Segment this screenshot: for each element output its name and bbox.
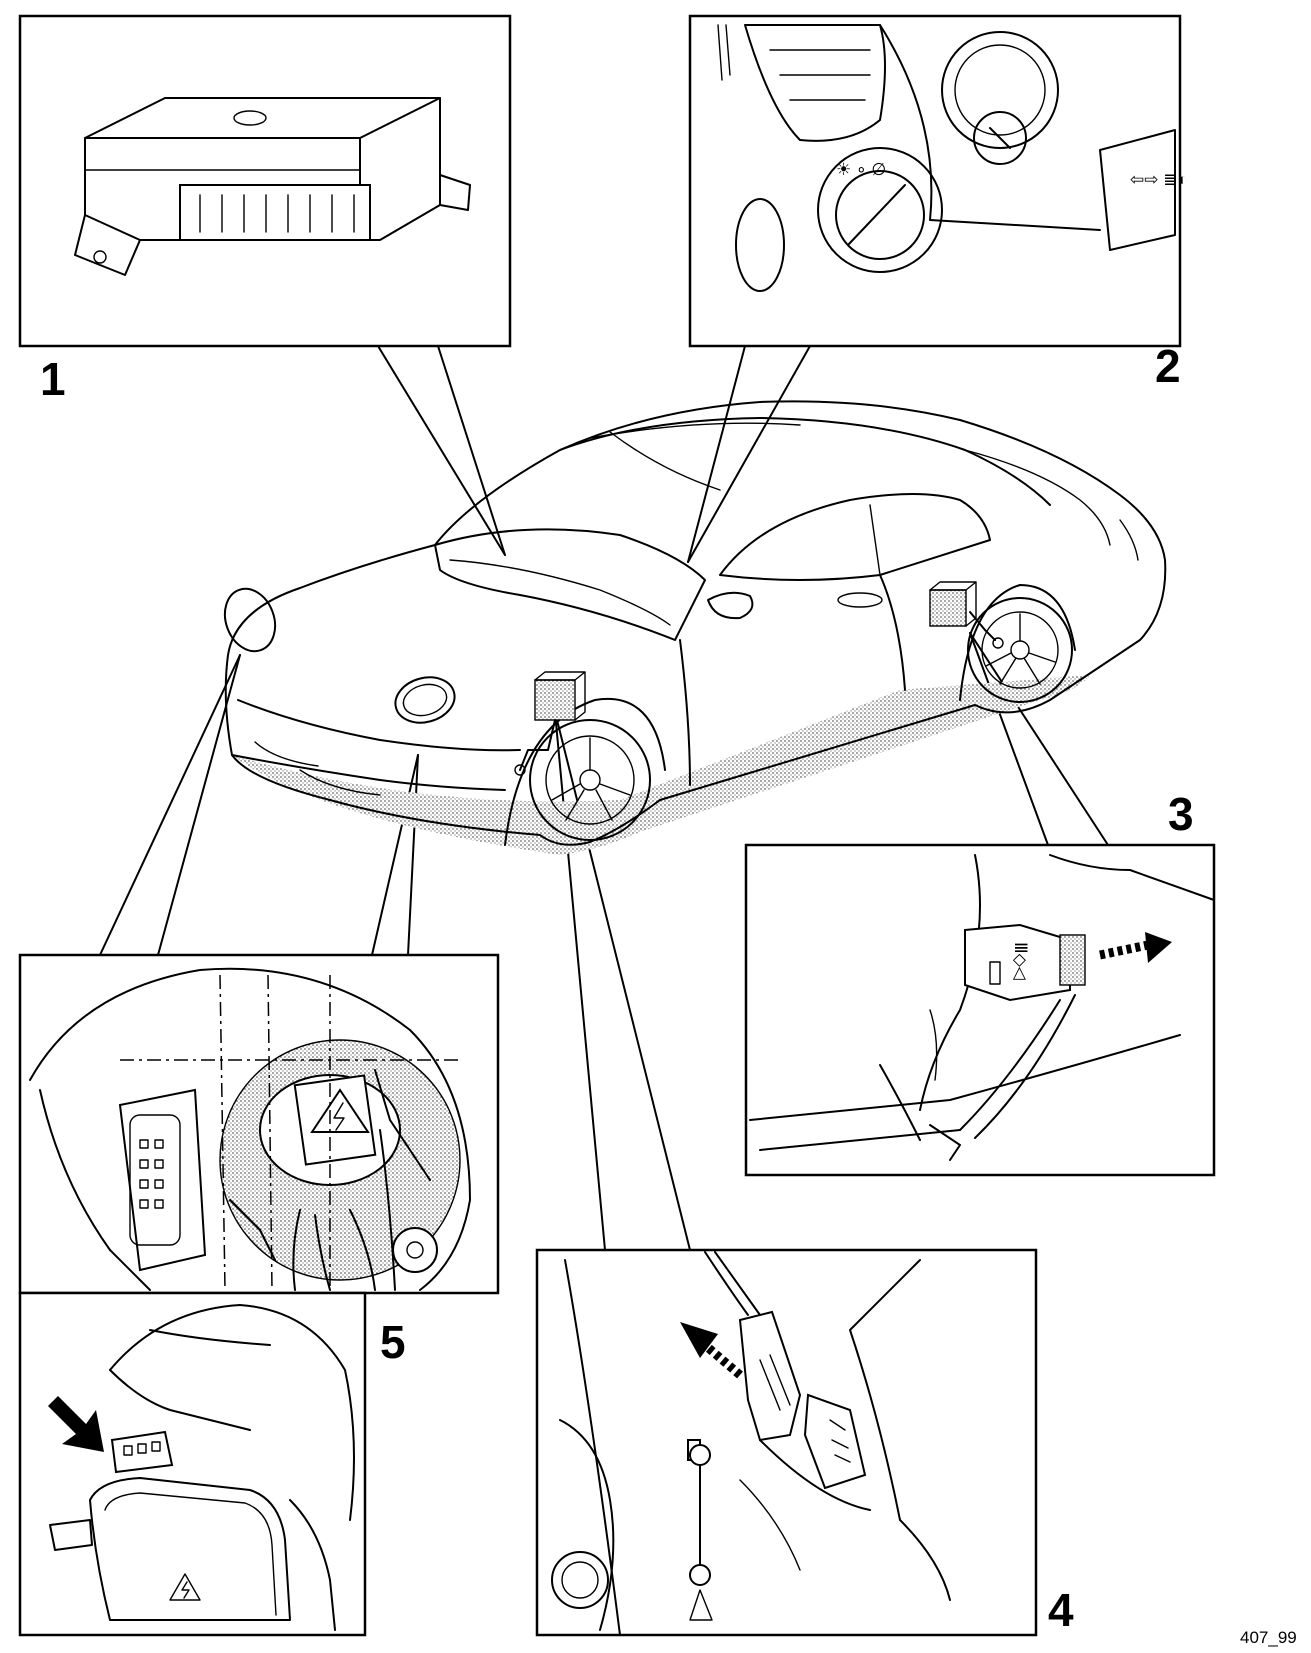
pointer-arrow-icon [48, 1396, 104, 1452]
front-level-sensor-connector-icon [551, 1251, 951, 1636]
svg-text:☀ ∘ ∅: ☀ ∘ ∅ [836, 160, 886, 179]
callout-4: 4 [1048, 1584, 1074, 1636]
control-unit-box-icon [74, 97, 471, 276]
connector-pins [199, 194, 355, 233]
callout-1: 1 [40, 353, 66, 405]
callout-5: 5 [380, 1316, 406, 1368]
high-voltage-warning-icon [310, 1088, 370, 1133]
dashed-arrow-icon-4 [680, 1322, 743, 1379]
headlamp-bulb-connector-icon [29, 967, 471, 1291]
svg-text:⇦⇨ ≣◐: ⇦⇨ ≣◐ [1130, 170, 1188, 189]
module-pins [139, 1139, 164, 1209]
detail-5-headlamp-rear-connector [18, 1291, 367, 1637]
car-illustration [223, 400, 1167, 855]
front-wheel-spokes [551, 737, 631, 821]
detail-5-headlamp-interior [18, 953, 500, 1295]
detail-3-rear-sensor: Ⅲ◇◁ [744, 843, 1216, 1177]
callout-2: 2 [1155, 340, 1181, 392]
figure-id: 407_99 [1240, 1628, 1297, 1647]
svg-text:Ⅲ◇◁: Ⅲ◇◁ [1011, 942, 1030, 981]
detail-4-front-sensor [535, 1248, 1038, 1637]
rear-wheel-spokes [985, 613, 1056, 685]
rear-level-sensor-connector-icon: Ⅲ◇◁ [749, 854, 1215, 1161]
headlamp-rear-connector-icon [48, 1304, 355, 1631]
dashboard-headlight-switch-icon: ☀ ∘ ∅ ⇦⇨ ≣◐ [717, 24, 1188, 292]
callout-3: 3 [1168, 788, 1194, 840]
detail-2-dashboard: ☀ ∘ ∅ ⇦⇨ ≣◐ [688, 14, 1188, 348]
detail-1-control-unit [18, 14, 512, 348]
dashed-arrow-icon-3 [1099, 932, 1172, 963]
high-voltage-warning-icon-2 [169, 1573, 201, 1601]
